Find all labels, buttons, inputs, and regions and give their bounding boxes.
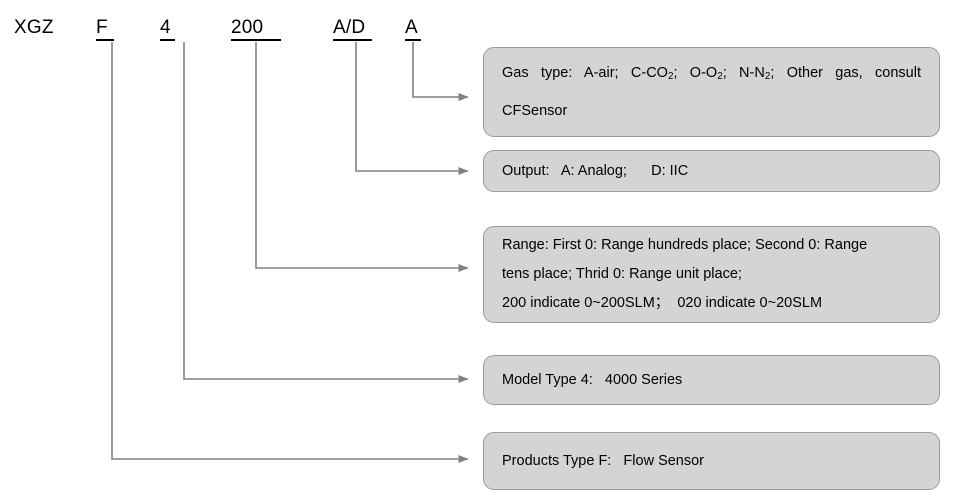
callout-range-line-1: Range: First 0: Range hundreds place; Se…: [502, 237, 868, 253]
gas-type-mid-2: ; N-N: [722, 64, 765, 81]
callout-range-line-3: 200 indicate 0~200SLM； 020 indicate 0~20…: [502, 295, 823, 311]
gas-type-label: Gas type: A-air; C-CO: [502, 64, 668, 81]
n2-subscript: 2: [764, 71, 771, 83]
callout-range-line-2: tens place; Thrid 0: Range unit place;: [502, 266, 742, 282]
part-code-token-200: 200: [231, 18, 281, 41]
callout-model-type: Model Type 4: 4000 Series: [483, 355, 940, 405]
part-code-token-ad: A/D: [333, 18, 372, 41]
model-type-leader-line: [183, 42, 469, 383]
part-code-token-xgz: XGZ: [14, 17, 54, 38]
callout-products-type-line-1: Products Type F: Flow Sensor: [502, 452, 705, 469]
callout-gas-type-line-2: CFSensor: [502, 103, 568, 120]
callout-gas-type-line-1: Gas type: A-air; C-CO2; O-O2; N-N2; Othe…: [502, 56, 921, 94]
part-code-token-a: A: [405, 18, 421, 41]
part-code-token-f: F: [96, 18, 114, 41]
gas-type-leader-line: [412, 42, 469, 101]
callout-model-type-line-1: Model Type 4: 4000 Series: [502, 371, 683, 388]
output-leader-line: [355, 42, 469, 175]
products-type-leader-line: [111, 42, 469, 463]
o2-subscript: 2: [717, 71, 723, 83]
callout-range: Range: First 0: Range hundreds place; Se…: [483, 226, 940, 323]
callout-products-type: Products Type F: Flow Sensor: [483, 432, 940, 490]
gas-type-mid-1: ; O-O: [673, 64, 718, 81]
gas-type-tail: ; Other gas, consult: [770, 64, 921, 81]
co2-subscript: 2: [667, 71, 674, 83]
range-leader-line: [255, 42, 469, 272]
part-code-token-4: 4: [160, 18, 175, 41]
callout-output: Output: A: Analog; D: IIC: [483, 150, 940, 192]
callout-gas-type: Gas type: A-air; C-CO2; O-O2; N-N2; Othe…: [483, 47, 940, 137]
callout-output-line-1: Output: A: Analog; D: IIC: [502, 162, 689, 179]
